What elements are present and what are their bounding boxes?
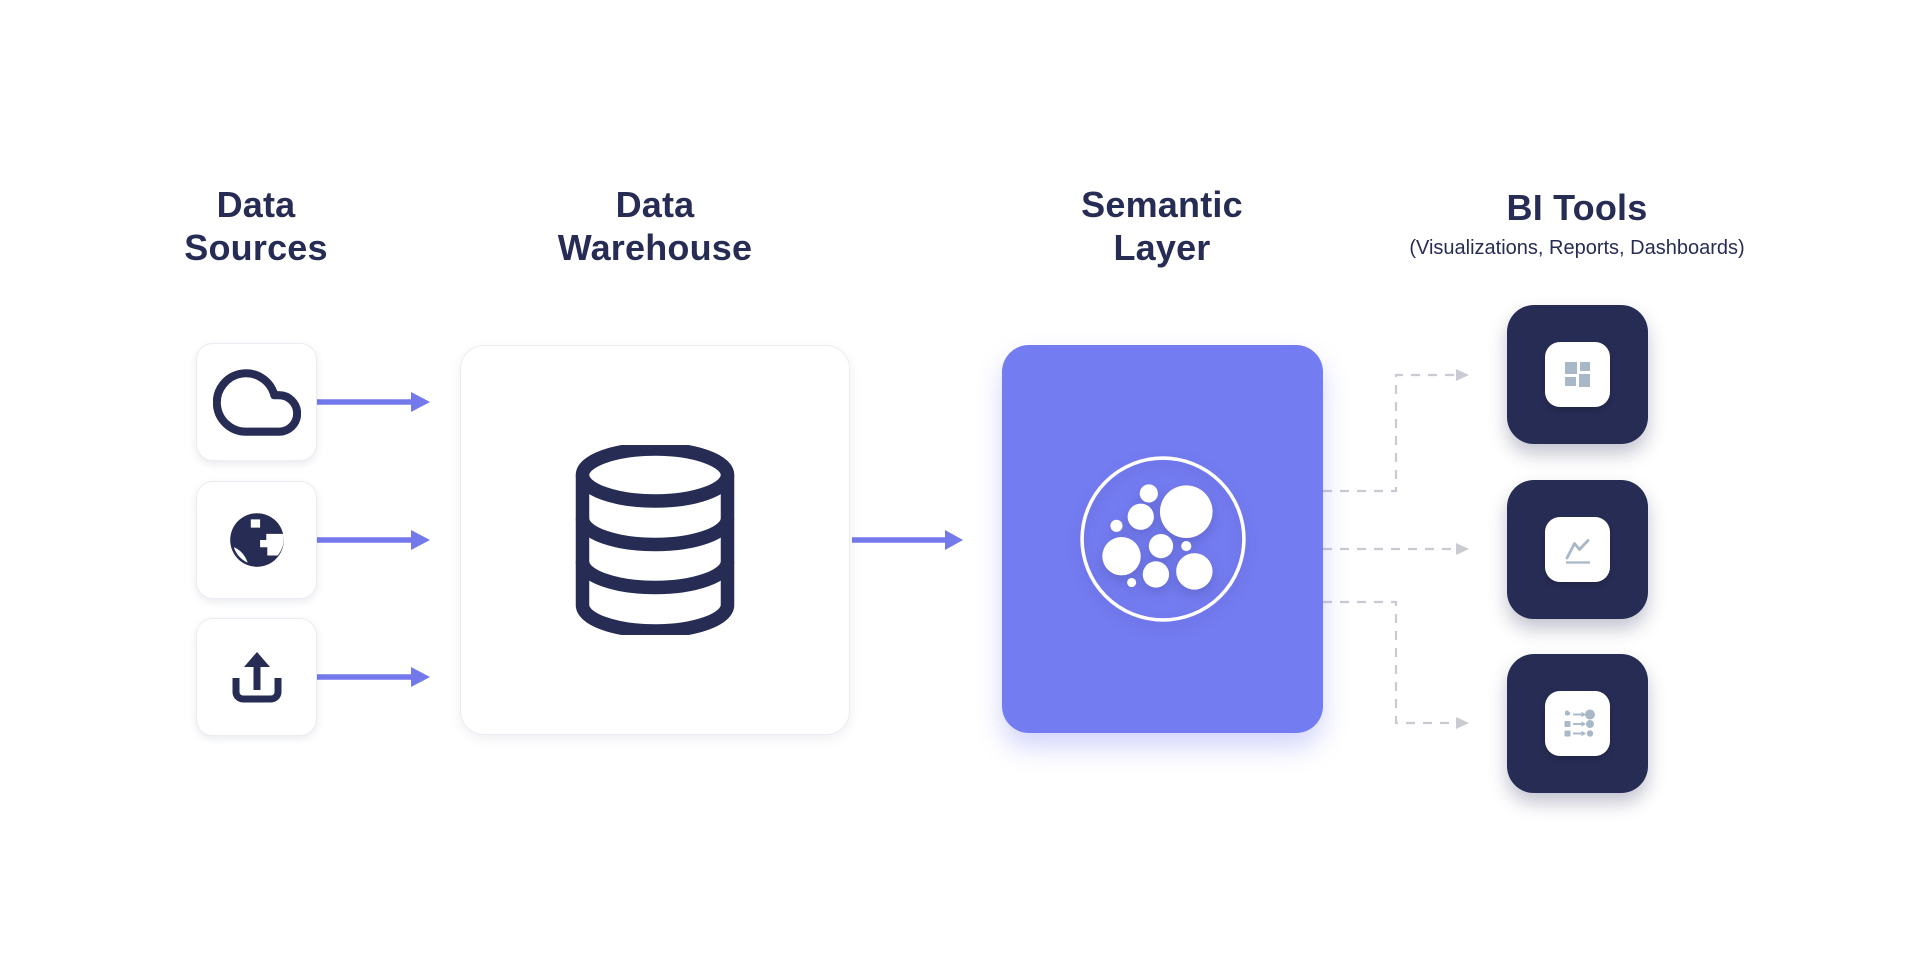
bi-tool-tile: [1545, 342, 1610, 407]
dashed-arrow-semantic-to-bi-3: [1323, 600, 1469, 729]
dashed-arrow-semantic-to-bi-1: [1323, 369, 1469, 493]
globe-source-card: [196, 481, 317, 599]
arrow-cloud-to-warehouse: [317, 392, 430, 412]
upload-icon: [232, 652, 281, 703]
data-warehouse-heading: Data Warehouse: [505, 183, 805, 269]
bi-tools-subtitle: (Visualizations, Reports, Dashboards): [1409, 237, 1745, 259]
upload-source-card: [196, 618, 317, 736]
data-warehouse-card: [460, 345, 850, 735]
bi-tool-card-transforms: [1507, 654, 1648, 793]
data-sources-title-line1: Data: [216, 184, 296, 225]
bi-tool-tile: [1545, 517, 1610, 582]
arrow-warehouse-to-semantic: [852, 530, 963, 550]
bi-tools-heading: BI Tools (Visualizations, Reports, Dashb…: [1397, 186, 1757, 260]
bi-tools-title: BI Tools: [1506, 187, 1648, 228]
data-warehouse-title-line1: Data: [615, 184, 695, 225]
cloud-icon: [212, 368, 301, 436]
data-warehouse-title-line2: Warehouse: [557, 227, 753, 268]
semantic-layer-card: [1002, 345, 1323, 733]
arrow-upload-to-warehouse: [317, 667, 430, 687]
cloud-source-card: [196, 343, 317, 461]
bi-tool-card-dashboards: [1507, 305, 1648, 444]
semantic-layer-title-line2: Layer: [1113, 227, 1211, 268]
data-sources-heading: Data Sources: [106, 183, 406, 269]
semantic-layer-heading: Semantic Layer: [1012, 183, 1312, 269]
bubble-cluster-icon: [1079, 456, 1246, 622]
database-icon: [575, 445, 735, 635]
dashboard-grid-icon: [1564, 361, 1590, 387]
bi-tool-card-reports: [1507, 480, 1648, 619]
globe-icon: [229, 513, 284, 567]
data-sources-title-line2: Sources: [184, 227, 328, 268]
semantic-layer-title-line1: Semantic: [1081, 184, 1243, 225]
line-chart-icon: [1565, 538, 1590, 564]
dashed-arrow-semantic-to-bi-2: [1323, 543, 1469, 555]
bi-tool-tile: [1545, 691, 1610, 756]
arrow-globe-to-warehouse: [317, 530, 430, 550]
flow-mapping-icon: [1564, 709, 1595, 737]
